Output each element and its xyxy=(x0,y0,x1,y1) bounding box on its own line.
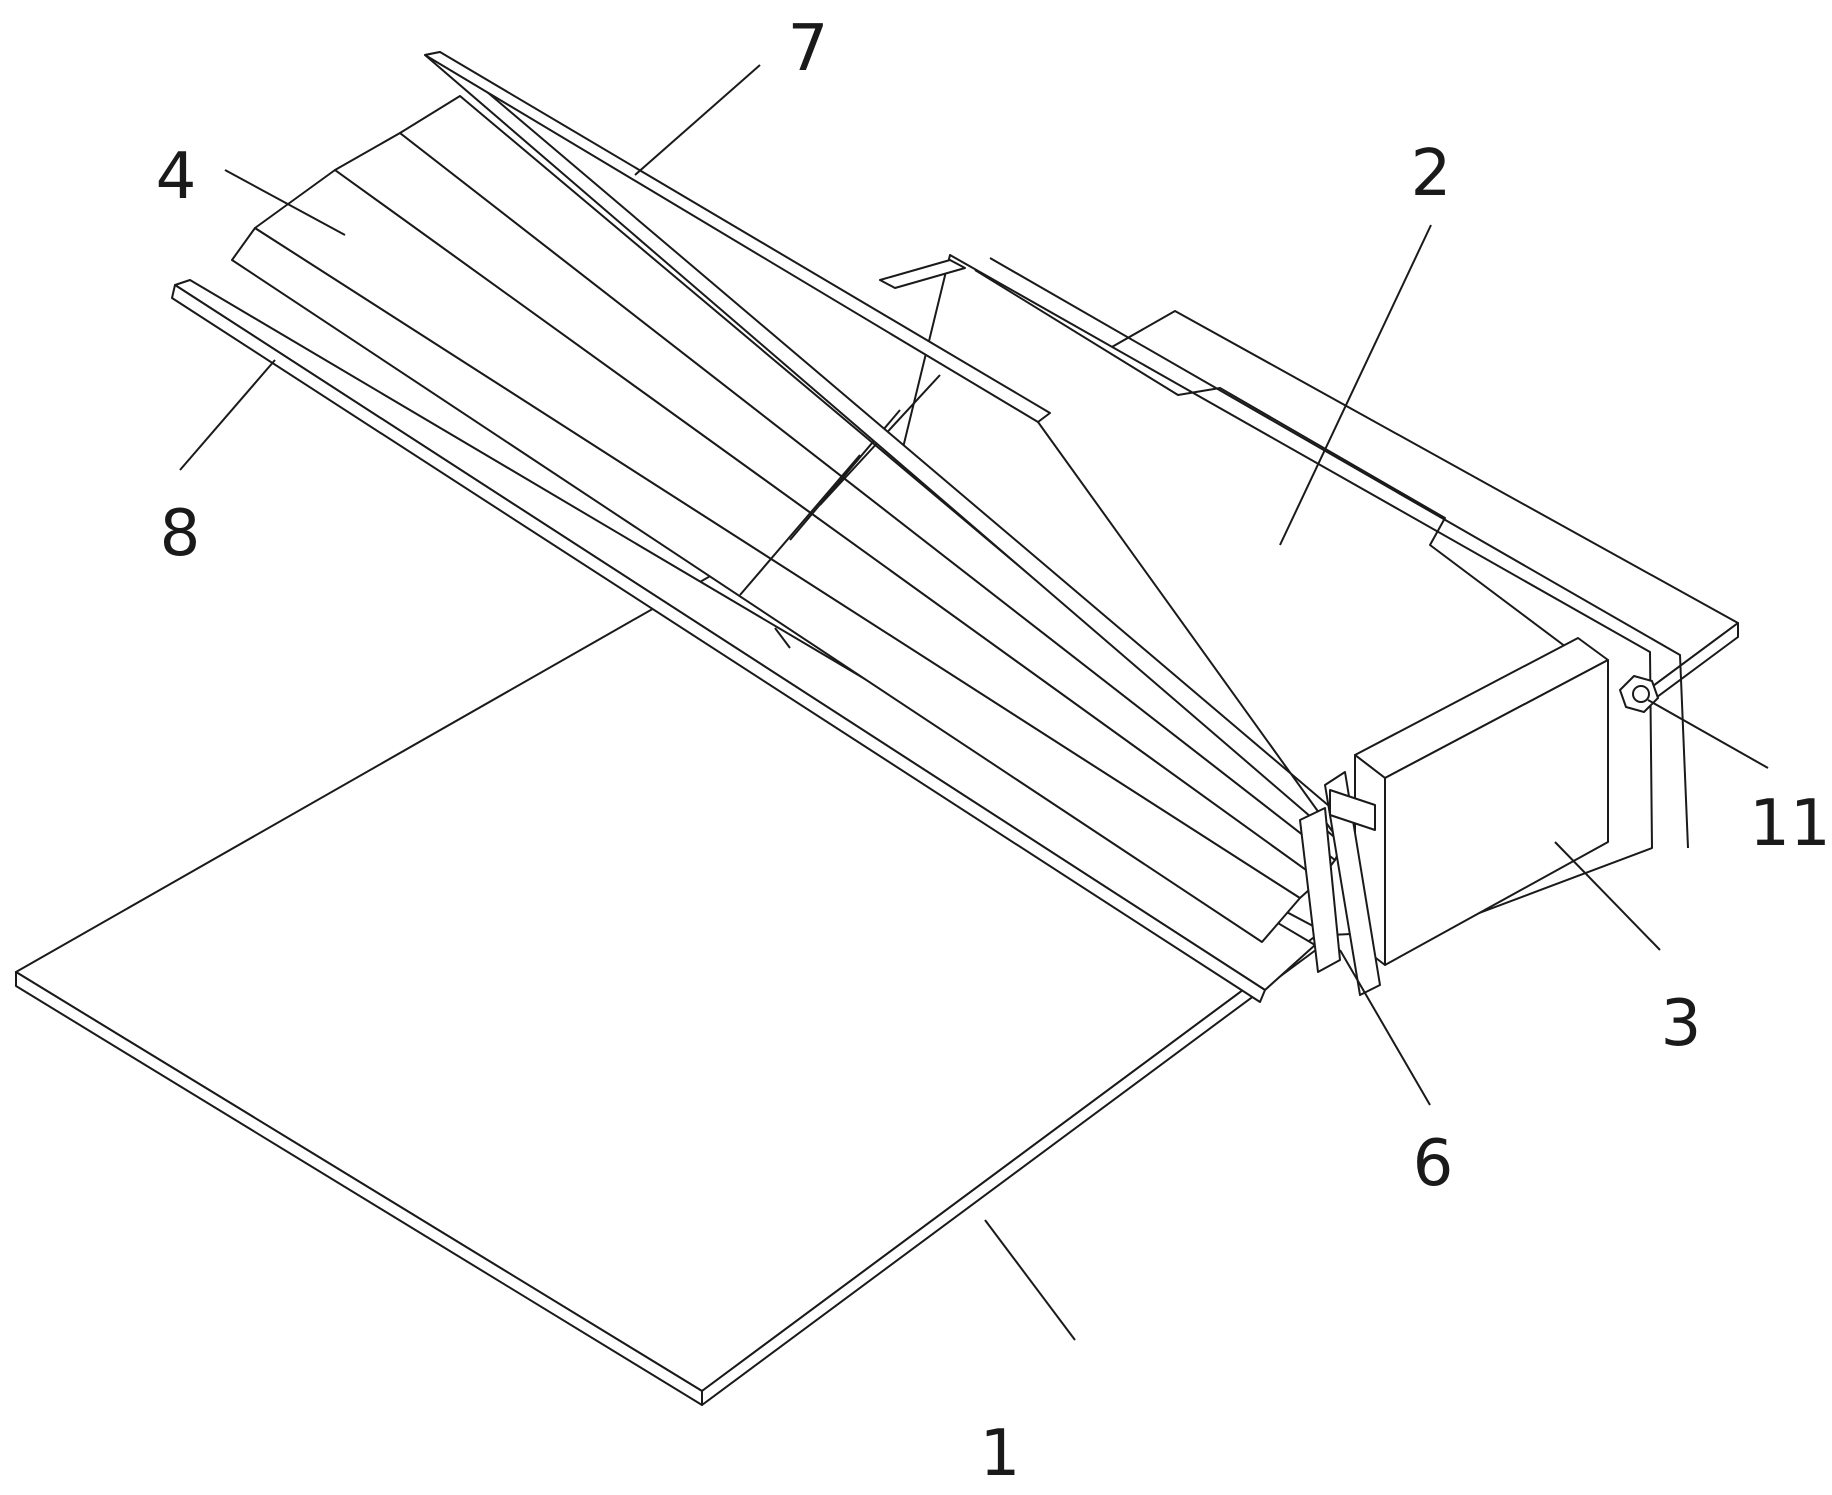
leader-7 xyxy=(634,64,761,176)
nut xyxy=(1619,675,1659,713)
callout-3: 3 xyxy=(1661,987,1702,1061)
leader-lines xyxy=(179,64,1769,1341)
upper-fan-plate-fold xyxy=(1037,421,1341,843)
nut-bore xyxy=(1632,685,1650,703)
latch-slot xyxy=(1329,789,1376,831)
latch-tab-body xyxy=(1324,771,1381,996)
leader-2 xyxy=(1279,224,1432,546)
callout-labels: 1 2 3 4 6 7 8 11 xyxy=(156,12,1831,1491)
support-frame-step xyxy=(974,269,1571,651)
callout-1: 1 xyxy=(980,1417,1021,1490)
support-frame-tab xyxy=(879,259,966,289)
support-frame-rim xyxy=(989,257,1689,849)
lower-fan-plate-edge xyxy=(171,284,1266,1003)
leader-4 xyxy=(224,169,346,236)
leader-3 xyxy=(1554,841,1661,951)
fan-panels xyxy=(231,95,1346,943)
callout-2: 2 xyxy=(1411,137,1452,211)
callout-11: 11 xyxy=(1749,787,1830,861)
box-front xyxy=(1384,659,1609,966)
callout-6: 6 xyxy=(1413,1127,1454,1201)
latch-tab-lip xyxy=(1299,807,1341,973)
callout-7: 7 xyxy=(788,12,829,86)
leader-6 xyxy=(1339,949,1431,1106)
upper-fan-plate-edge xyxy=(424,51,1051,423)
box-unit xyxy=(1354,637,1659,966)
callout-4: 4 xyxy=(156,140,197,214)
fan-fold-1 xyxy=(739,454,861,596)
leader-8 xyxy=(179,359,276,471)
latch-tab xyxy=(1299,771,1381,996)
lower-fan-plate-seam xyxy=(774,627,791,649)
leader-11 xyxy=(1647,699,1769,769)
leader-1 xyxy=(984,1219,1076,1341)
callout-8: 8 xyxy=(160,497,201,571)
upper-fan-plate xyxy=(424,51,1356,843)
